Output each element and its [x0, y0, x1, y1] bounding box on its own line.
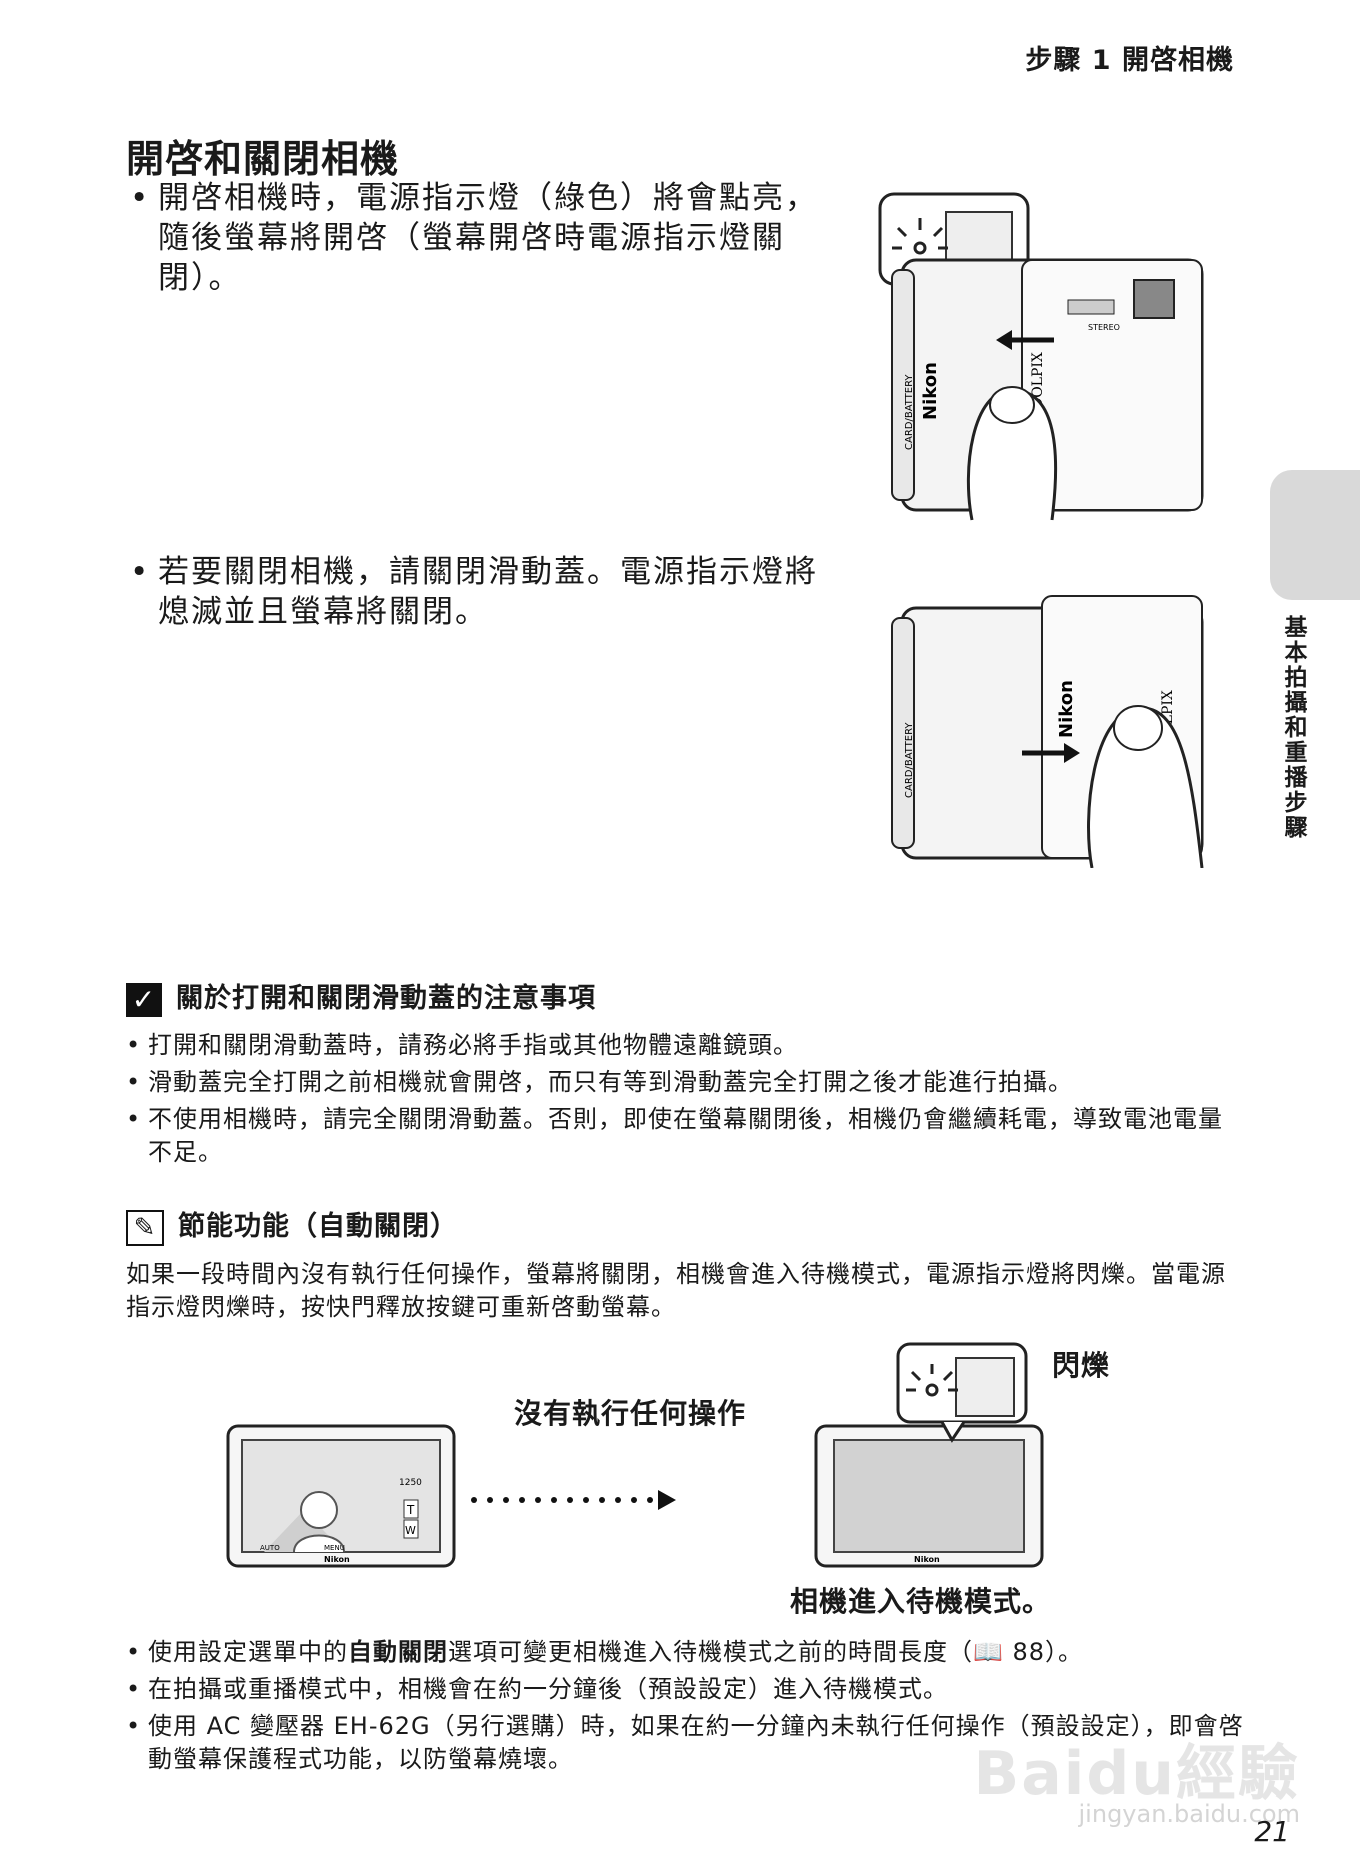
list-text: 使用設定選單中的 [148, 1638, 348, 1666]
bullet-dot: • [130, 180, 151, 216]
standby-label: 相機進入待機模式。 [790, 1585, 1052, 1618]
note-caution-heading: ✓ 關於打開和關閉滑動蓋的注意事項 [126, 976, 1246, 1017]
brand-label: Nikon [324, 1555, 350, 1564]
blinking-lamp-icon [906, 1364, 958, 1397]
brand-label: Nikon [914, 1555, 940, 1564]
page-number: 21 [1254, 1815, 1290, 1848]
list-item: 不使用相機時，請完全關閉滑動蓋。否則，即使在螢幕關閉後，相機仍會繼續耗電，導致電… [126, 1103, 1246, 1169]
menu-label: MENU [324, 1544, 345, 1552]
note-caution: ✓ 關於打開和關閉滑動蓋的注意事項 打開和關閉滑動蓋時，請務必將手指或其他物體遠離… [126, 976, 1246, 1173]
intro-bullet-2-text: 若要關閉相機，請關閉滑動蓋。電源指示燈將熄滅並且螢幕將關閉。 [158, 554, 818, 630]
auto-label: AUTO [260, 1544, 280, 1552]
blink-label: 閃爍 [1052, 1349, 1111, 1382]
shot-counter: 1250 [399, 1478, 422, 1488]
zoom-w-label: W [405, 1524, 416, 1537]
chapter-label: 基本拍攝和重播步驟 [1280, 615, 1306, 840]
card-battery-label: CARD/BATTERY [904, 722, 915, 798]
brand-label: Nikon [1056, 680, 1077, 738]
card-battery-label: CARD/BATTERY [904, 374, 915, 450]
section-title: 開啓和關閉相機 [126, 137, 400, 181]
bullet-dot: • [130, 554, 151, 590]
note-power-heading: ✎ 節能功能（自動關閉） [126, 1204, 1246, 1246]
camera-close-illustration: Nikon CARD/BATTERY COOLPIX [891, 595, 1204, 868]
camera-open-illustration: STEREO Nikon CARD/BATTERY COOLPIX [878, 192, 1204, 521]
list-item: 在拍攝或重播模式中，相機會在約一分鐘後（預設設定）進入待機模式。 [126, 1673, 1256, 1706]
auto-off-term: 自動關閉 [348, 1638, 448, 1666]
intro-bullet-1: • 開啓相機時，電源指示燈（綠色）將會點亮，隨後螢幕將開啓（螢幕開啓時電源指示燈… [130, 178, 840, 298]
power-lamp-icon [892, 218, 948, 255]
dotted-arrow [471, 1490, 676, 1510]
running-header: 步驟 1 開啓相機 [1025, 45, 1234, 76]
note-caution-list: 打開和關閉滑動蓋時，請務必將手指或其他物體遠離鏡頭。 滑動蓋完全打開之前相機就會… [126, 1029, 1246, 1169]
note-power-saving: ✎ 節能功能（自動關閉） 如果一段時間內沒有執行任何操作，螢幕將關閉，相機會進入待… [126, 1204, 1246, 1324]
list-item: 滑動蓋完全打開之前相機就會開啓，而只有等到滑動蓋完全打開之後才能進行拍攝。 [126, 1066, 1246, 1099]
list-item: 打開和關閉滑動蓋時，請務必將手指或其他物體遠離鏡頭。 [126, 1029, 1246, 1062]
intro-bullet-1-text: 開啓相機時，電源指示燈（綠色）將會點亮，隨後螢幕將開啓（螢幕開啓時電源指示燈關閉… [158, 180, 818, 296]
note-power-title: 節能功能（自動關閉） [178, 1211, 458, 1242]
check-icon: ✓ [126, 982, 162, 1017]
book-icon: 📖 [973, 1638, 1013, 1666]
chapter-tab [1270, 470, 1360, 600]
list-item: 使用設定選單中的自動關閉選項可變更相機進入待機模式之前的時間長度（📖 88）。 [126, 1636, 1256, 1669]
page-ref[interactable]: 88）。 [1012, 1638, 1084, 1666]
standby-diagram: 1250 T W AUTO MENU Nikon Nikon [226, 1342, 1044, 1568]
no-operation-label: 沒有執行任何操作 [514, 1397, 747, 1430]
zoom-t-label: T [406, 1503, 415, 1517]
brand-label: Nikon [920, 362, 941, 420]
pencil-icon: ✎ [126, 1209, 164, 1246]
note-power-para: 如果一段時間內沒有執行任何操作，螢幕將關閉，相機會進入待機模式，電源指示燈將閃爍… [126, 1259, 1226, 1321]
note-power-list: 使用設定選單中的自動關閉選項可變更相機進入待機模式之前的時間長度（📖 88）。 … [126, 1636, 1256, 1780]
stereo-label: STEREO [1088, 323, 1120, 332]
list-text: 選項可變更相機進入待機模式之前的時間長度（ [448, 1638, 973, 1666]
intro-bullet-2: • 若要關閉相機，請關閉滑動蓋。電源指示燈將熄滅並且螢幕將關閉。 [130, 552, 840, 632]
note-caution-title: 關於打開和關閉滑動蓋的注意事項 [176, 983, 596, 1014]
watermark-url: jingyan.baidu.com [1078, 1800, 1300, 1828]
watermark: Baidu經驗 [973, 1739, 1300, 1809]
list-item: 使用 AC 變壓器 EH-62G（另行選購）時，如果在約一分鐘內未執行任何操作（… [126, 1710, 1256, 1776]
